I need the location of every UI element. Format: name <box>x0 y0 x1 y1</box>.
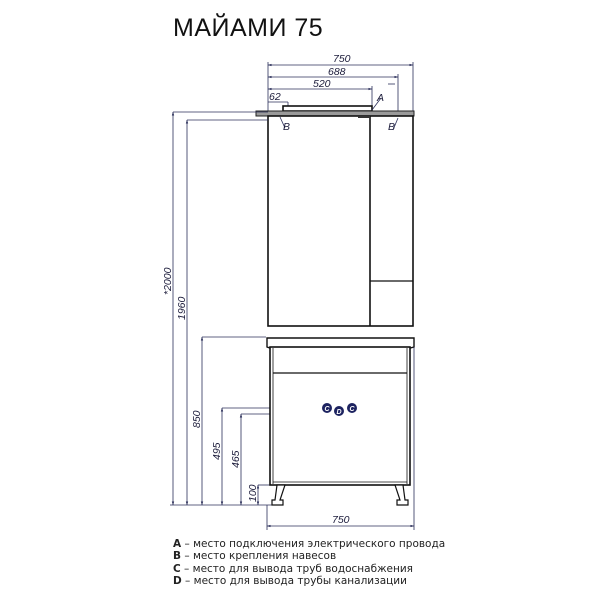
marker-b-left: B <box>283 121 290 133</box>
legend-item-b: B – место крепления навесов <box>173 550 337 563</box>
marker-b-right: B <box>388 121 395 133</box>
dim-100: 100 <box>247 484 259 502</box>
legend-item-d: D – место для вывода трубы канализации <box>173 575 407 588</box>
pipe-markers <box>322 403 357 416</box>
dim-62: 62 <box>269 91 281 103</box>
top-dimensions <box>267 62 414 120</box>
marker-c-right: C <box>350 406 356 413</box>
vanity-cabinet <box>266 337 415 506</box>
dim-495: 495 <box>211 442 223 460</box>
marker-d: D <box>337 409 342 416</box>
dim-750-bottom: 750 <box>332 514 350 526</box>
dim-750-top: 750 <box>333 53 351 65</box>
dim-1960: 1960 <box>176 296 188 320</box>
dim-688: 688 <box>328 66 346 78</box>
dim-465: 465 <box>230 450 242 468</box>
dim-850: 850 <box>191 410 203 428</box>
legend: A – место подключения электрического про… <box>173 538 445 588</box>
marker-a: A <box>376 92 384 104</box>
dim-520: 520 <box>313 78 331 90</box>
legend-item-a: A – место подключения электрического про… <box>173 538 446 550</box>
product-title: МАЙАМИ 75 <box>173 14 324 42</box>
bottom-dimension <box>266 347 415 530</box>
mirror-cabinet <box>255 105 415 327</box>
marker-c-left: C <box>325 406 331 413</box>
legend-item-c: C – место для вывода труб водоснабжения <box>173 562 414 575</box>
dim-2000: *2000 <box>162 267 174 295</box>
